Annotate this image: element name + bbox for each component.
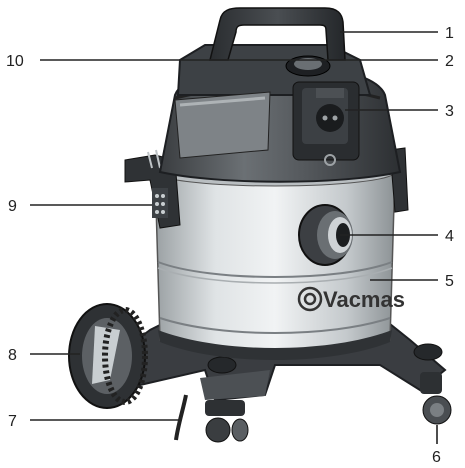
caster-wheel-front (205, 400, 249, 443)
callout-label-3: 3 (445, 103, 454, 120)
callout-label-4: 4 (445, 228, 454, 245)
power-outlet (292, 81, 360, 166)
callout-label-5: 5 (445, 273, 454, 290)
motor-head (158, 44, 402, 183)
hose-inlet (298, 204, 353, 266)
callout-lines (30, 31, 438, 444)
callout-label-8: 8 (8, 347, 17, 364)
brand-logo: Vacmas (297, 286, 405, 312)
brand-text: Vacmas (323, 287, 405, 312)
power-switch (285, 55, 331, 77)
callout-label-6: 6 (432, 449, 441, 466)
callout-label-7: 7 (8, 413, 17, 430)
callout-label-1: 1 (445, 25, 454, 42)
caster-wheel-right (420, 372, 452, 425)
callout-label-10: 10 (6, 53, 24, 70)
callout-numbers: 1 2 3 4 5 6 7 8 9 10 (6, 25, 454, 466)
rear-wheel (68, 303, 148, 409)
power-cord (174, 394, 188, 441)
callout-label-9: 9 (8, 198, 17, 215)
tank-drum (154, 157, 396, 360)
callout-label-2: 2 (445, 53, 454, 70)
